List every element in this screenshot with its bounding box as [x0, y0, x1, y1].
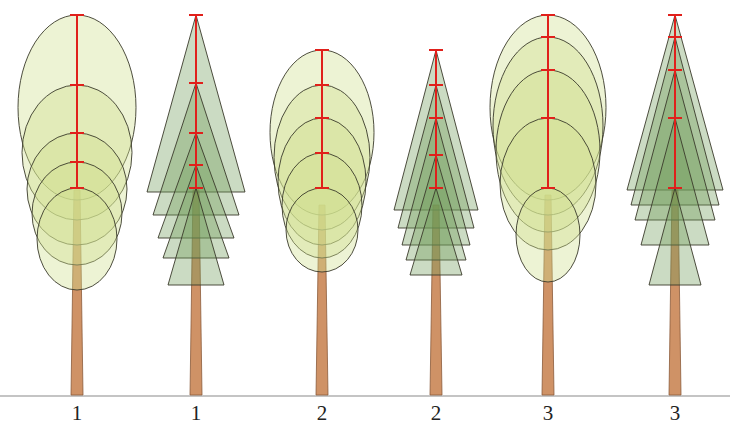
tree-number: 3: [543, 403, 554, 424]
tree-number: 2: [431, 403, 442, 424]
conical-tree: [147, 15, 245, 395]
oval-tree: [270, 50, 374, 395]
conical-tree: [394, 50, 478, 395]
conical-tree: [627, 15, 723, 395]
tree-number: 1: [191, 403, 202, 424]
tree-number: 3: [670, 403, 681, 424]
ground-line: [0, 395, 730, 396]
tree-number: 2: [317, 403, 328, 424]
oval-tree: [490, 15, 606, 395]
oval-tree: [18, 15, 136, 395]
tree-number: 1: [72, 403, 83, 424]
